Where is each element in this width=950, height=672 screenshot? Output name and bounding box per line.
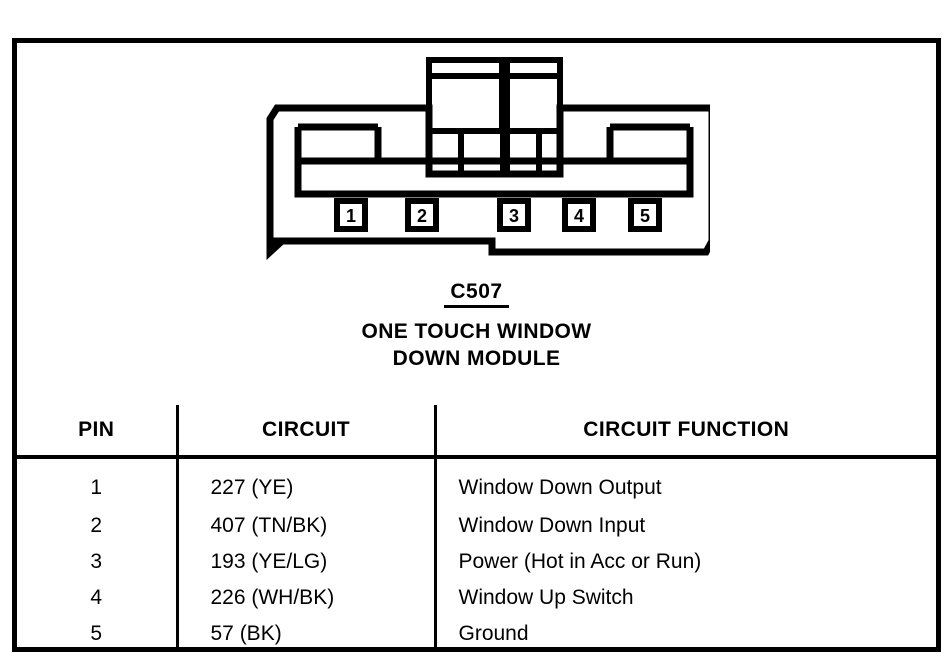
cell-pin: 3 <box>17 543 179 580</box>
pin-cavity-label-2: 2 <box>417 206 427 226</box>
table-row: 4 226 (WH/BK) Window Up Switch <box>17 579 936 616</box>
cell-circuit: 193 (YE/LG) <box>177 543 437 580</box>
pin-cavity-2 <box>405 198 439 232</box>
figure-frame: 1 2 3 4 5 C507 ONE TOUCH WINDOW DOWN MOD… <box>12 38 941 652</box>
cell-circuit-function: Window Down Input <box>458 513 646 537</box>
cell-circuit: 57 (BK) <box>177 615 437 652</box>
pin-cavity-5 <box>628 198 662 232</box>
keying-box-2 <box>458 128 506 177</box>
table-row: 2 407 (TN/BK) Window Down Input <box>17 507 936 544</box>
table-row: 1 227 (YE) Window Down Output <box>17 457 936 508</box>
pin-cavity-3 <box>497 198 531 232</box>
cell-circuit: 227 (YE) <box>177 457 437 508</box>
table-row: 3 193 (YE/LG) Power (Hot in Acc or Run) <box>17 543 936 580</box>
column-header-pin: PIN <box>17 405 179 459</box>
connector-illustration-area: 1 2 3 4 5 C507 ONE TOUCH WINDOW DOWN MOD… <box>17 43 936 399</box>
table-row: 5 57 (BK) Ground <box>17 615 936 652</box>
cell-pin: 5 <box>17 615 179 652</box>
connector-diagram: 1 2 3 4 5 <box>260 55 710 280</box>
table-header-row: PIN CIRCUIT CIRCUIT FUNCTION <box>17 405 936 459</box>
connector-name-line-2: DOWN MODULE <box>392 346 561 370</box>
pin-assignment-table: PIN CIRCUIT CIRCUIT FUNCTION 1 227 (YE) … <box>17 405 936 652</box>
connector-name-label: ONE TOUCH WINDOW DOWN MODULE <box>17 319 936 373</box>
cell-circuit-function: Ground <box>458 621 529 645</box>
cell-circuit: 407 (TN/BK) <box>177 507 437 544</box>
connector-name-line-1: ONE TOUCH WINDOW <box>361 320 592 344</box>
pin-cavity-label-5: 5 <box>640 206 650 226</box>
pin-cavity-1 <box>334 198 368 232</box>
cell-pin: 4 <box>17 579 179 616</box>
connector-channel-lip-right <box>606 127 690 165</box>
column-header-circuit: CIRCUIT <box>177 405 437 459</box>
cell-circuit-function: Window Down Output <box>458 476 662 500</box>
pin-cavity-label-3: 3 <box>509 206 519 226</box>
pin-cavity-label-4: 4 <box>574 206 584 226</box>
cell-pin: 2 <box>17 507 179 544</box>
column-header-circuit-function: CIRCUIT FUNCTION <box>435 405 936 459</box>
cell-circuit-function: Window Up Switch <box>458 585 634 609</box>
connector-bottom-step <box>270 237 496 252</box>
connector-body-outline <box>266 104 710 260</box>
connector-code-label: C507 <box>444 280 509 309</box>
connector-caption: C507 ONE TOUCH WINDOW DOWN MODULE <box>17 280 936 373</box>
keying-box-1 <box>426 128 464 177</box>
connector-outline-svg: 1 2 3 4 5 <box>266 57 710 260</box>
keying-box-3 <box>504 128 542 177</box>
cell-pin: 1 <box>17 457 179 508</box>
cell-circuit-function: Power (Hot in Acc or Run) <box>458 549 702 573</box>
upper-tab-left <box>426 57 505 134</box>
connector-channel-lip-left <box>298 127 382 165</box>
pin-cavity-4 <box>562 198 596 232</box>
cell-circuit: 226 (WH/BK) <box>177 579 437 616</box>
upper-tab-right <box>504 57 563 134</box>
pin-cavity-label-1: 1 <box>346 206 356 226</box>
